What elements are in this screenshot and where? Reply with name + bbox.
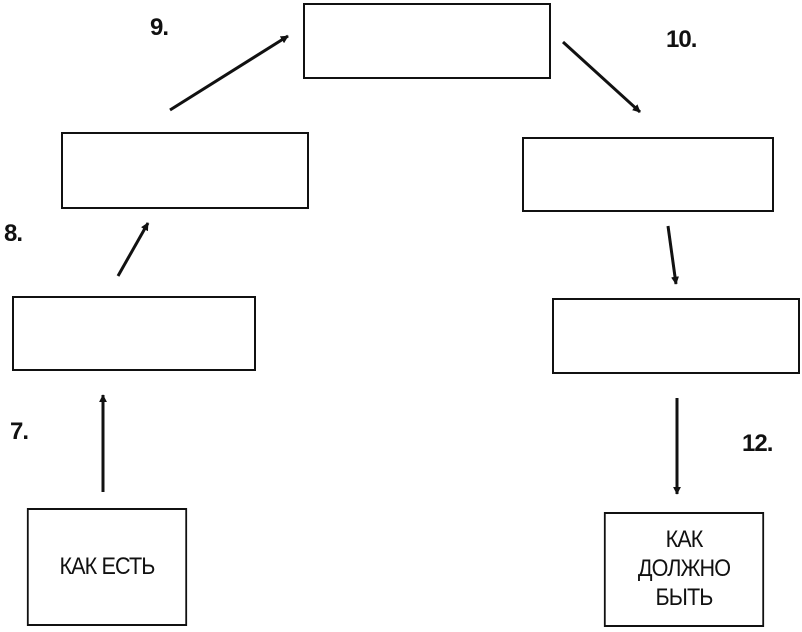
- step-11-box: [552, 298, 800, 374]
- step-9-box: [303, 3, 551, 79]
- step-number-12: 12.: [742, 430, 773, 457]
- current-state-box: КАК ЕСТЬ: [26, 508, 188, 626]
- arrow-step8-to-step9: [169, 34, 289, 112]
- current-state-label: КАК ЕСТЬ: [59, 552, 155, 580]
- step-number-10: 10.: [666, 26, 697, 53]
- step-number-7: 7.: [10, 418, 29, 445]
- desired-state-label-line3: БЫТЬ: [655, 583, 713, 611]
- step-7-box: [12, 296, 256, 371]
- desired-state-label-line2: ДОЛЖНО: [637, 555, 731, 583]
- arrow-step9-to-step10: [561, 40, 642, 114]
- step-number-9: 9.: [150, 14, 169, 41]
- step-number-8: 8.: [4, 220, 23, 247]
- arrow-step7-to-step8: [116, 222, 150, 277]
- step-8-box: [61, 132, 309, 209]
- desired-state-label-line1: КАК: [665, 526, 704, 554]
- step-10-box: [522, 137, 774, 212]
- arrow-step10-to-step11: [666, 225, 679, 285]
- desired-state-box: КАК ДОЛЖНО БЫТЬ: [603, 512, 765, 627]
